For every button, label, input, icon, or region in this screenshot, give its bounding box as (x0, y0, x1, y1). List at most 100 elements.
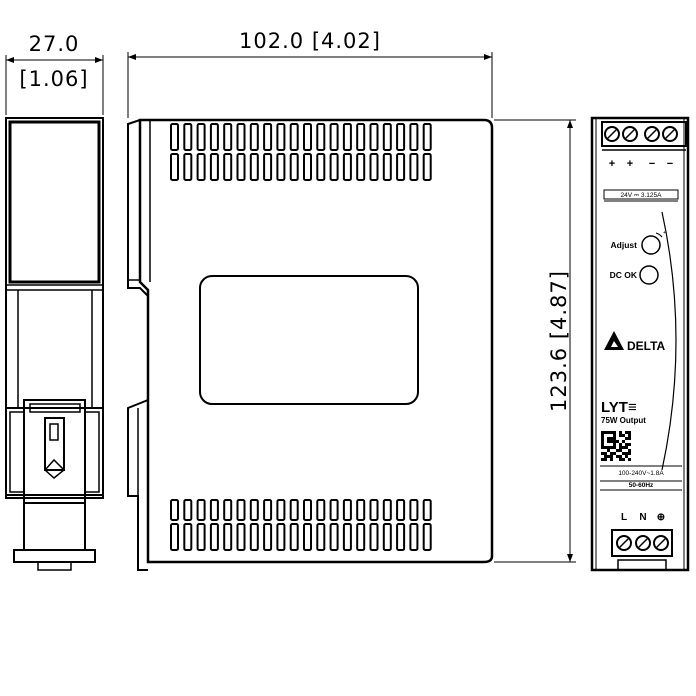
qr-module (604, 431, 607, 434)
vent-slot (409, 523, 419, 551)
series-logo: LYT≡ (601, 399, 637, 416)
vent-slot (356, 153, 366, 181)
vent-slot (409, 123, 419, 151)
qr-module (604, 455, 607, 458)
adjust-knob[interactable] (641, 235, 661, 255)
vent-slot (263, 123, 273, 151)
qr-module (607, 449, 610, 452)
qr-module (619, 458, 622, 461)
svg-text:+: + (663, 230, 666, 236)
qr-module (607, 440, 610, 443)
adjust-label: Adjust (611, 240, 638, 250)
terminal-label-ground: ⊕ (657, 512, 665, 523)
output-rating: 24V ⎓ 3.125A (621, 192, 663, 199)
vent-slot (249, 523, 259, 551)
polarity-label-1: + (609, 158, 615, 170)
front-view: + + − − 24V ⎓ 3.125A Adjust + DC OK DELT… (590, 116, 690, 572)
frequency-label: 50-60Hz (629, 482, 654, 489)
qr-module (619, 443, 622, 446)
qr-module (625, 437, 628, 440)
vent-slot (183, 499, 193, 521)
vent-slot (289, 123, 299, 151)
vent-slot (342, 523, 352, 551)
qr-module (628, 449, 631, 452)
vent-slot (382, 153, 392, 181)
qr-module (619, 431, 622, 434)
vent-slot (409, 153, 419, 181)
vent-slot (396, 523, 406, 551)
vent-slot (196, 499, 206, 521)
vent-slot (276, 153, 286, 181)
polarity-label-3: − (649, 158, 655, 170)
qr-module (607, 446, 610, 449)
qr-module (604, 458, 607, 461)
vent-slots-top (170, 123, 432, 181)
vent-slot (422, 153, 432, 181)
qr-module (613, 431, 616, 434)
delta-logo: DELTA (604, 331, 666, 353)
qr-module (607, 431, 610, 434)
output-terminals (604, 126, 678, 142)
qr-module (619, 455, 622, 458)
vent-slot (170, 523, 179, 551)
vent-slot (396, 123, 406, 151)
vent-slot (342, 499, 352, 521)
vent-slot (249, 499, 259, 521)
vent-slot (289, 153, 299, 181)
dc-ok-label: DC OK (610, 270, 638, 280)
qr-module (622, 458, 625, 461)
qr-module (613, 437, 616, 440)
vent-slot (249, 123, 259, 151)
qr-module (601, 440, 604, 443)
qr-module (601, 443, 604, 446)
vent-slot (303, 523, 312, 551)
vent-slot (396, 153, 406, 181)
vent-slot (289, 499, 299, 521)
width-dimension-inch-label: [1.06] (19, 67, 88, 91)
vent-slot (342, 153, 352, 181)
qr-module (613, 440, 616, 443)
output-power-label: 75W Output (601, 416, 646, 425)
vent-slot (396, 499, 406, 521)
vent-slots-bottom (170, 499, 432, 551)
height-dimension: 123.6 [4.87] (494, 119, 576, 563)
vent-slot (329, 523, 339, 551)
qr-module (628, 431, 631, 434)
qr-module (613, 446, 616, 449)
qr-module (610, 446, 613, 449)
vent-slot (289, 523, 299, 551)
terminal-label-n: N (639, 512, 646, 523)
vent-slot (369, 499, 379, 521)
qr-module (619, 449, 622, 452)
vent-slot (422, 499, 432, 521)
vent-slot (209, 123, 219, 151)
vent-slot (183, 123, 193, 151)
vent-slot (316, 499, 326, 521)
terminal-label-l: L (621, 512, 627, 523)
vent-slot (236, 499, 246, 521)
vent-slot (196, 123, 206, 151)
end-view: 27.0 [1.06] (5, 32, 104, 571)
vent-slot (263, 523, 273, 551)
qr-module (625, 443, 628, 446)
vent-slot (249, 153, 259, 181)
qr-module (622, 440, 625, 443)
qr-module (607, 455, 610, 458)
qr-module (625, 455, 628, 458)
vent-slot (382, 499, 392, 521)
vent-slot (209, 523, 219, 551)
height-dimension-label: 123.6 [4.87] (547, 270, 571, 412)
vent-slot (369, 153, 379, 181)
vent-slot (369, 123, 379, 151)
qr-module (628, 443, 631, 446)
qr-module (616, 440, 619, 443)
qr-module (616, 449, 619, 452)
qr-module (616, 455, 619, 458)
qr-module (604, 452, 607, 455)
qr-module (622, 446, 625, 449)
qr-module (619, 446, 622, 449)
input-terminals (616, 535, 669, 551)
brand-label: DELTA (627, 339, 666, 353)
vent-slot (303, 153, 312, 181)
